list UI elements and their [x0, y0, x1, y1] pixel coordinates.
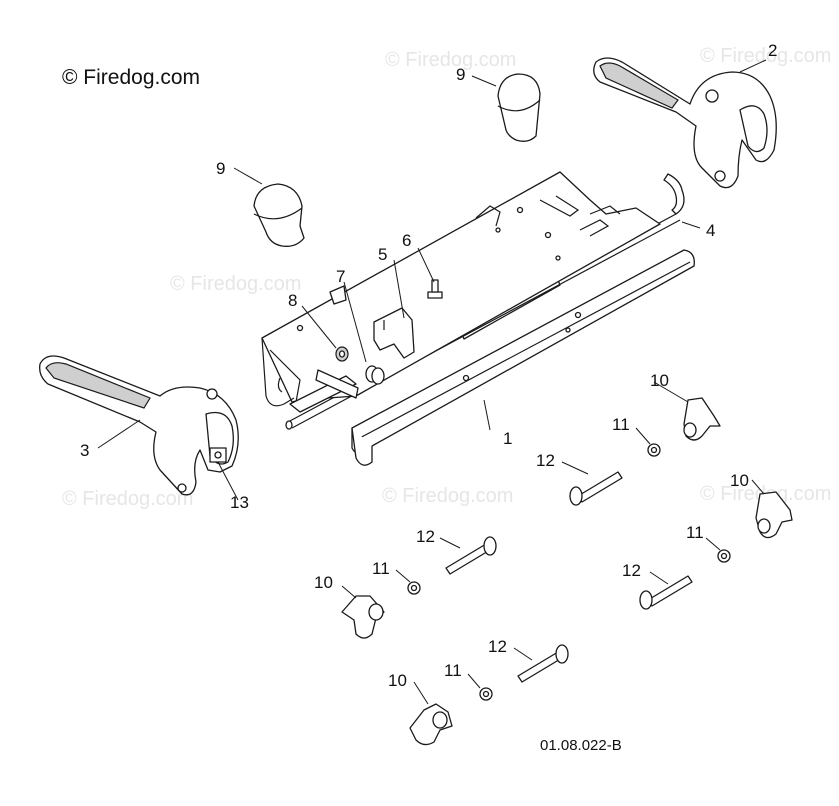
part-9-knob [253, 183, 305, 247]
callout-12: 12 [488, 637, 507, 656]
watermark: © Firedog.com [62, 488, 193, 510]
part-9-knob [497, 73, 541, 142]
lever-linkage [289, 369, 359, 413]
callout-10: 10 [314, 573, 333, 592]
part-12-bolt [445, 536, 497, 575]
callout-labels: 1 2 3 4 5 6 7 8 9 9 10 10 10 10 11 11 11… [80, 41, 777, 690]
callout-9: 9 [456, 65, 465, 84]
callout-4: 4 [706, 221, 715, 240]
callout-3: 3 [80, 441, 89, 460]
part-11-washer [479, 687, 493, 701]
callout-8: 8 [288, 291, 297, 310]
part-5-latch [373, 307, 415, 359]
watermark: © Firedog.com [385, 49, 516, 71]
part-10-knob [409, 703, 453, 746]
callout-12: 12 [416, 527, 435, 546]
callout-1: 1 [503, 429, 512, 448]
callout-9: 9 [216, 159, 225, 178]
callout-11: 11 [444, 661, 462, 680]
callout-6: 6 [402, 231, 411, 250]
part-11-washer [647, 443, 661, 457]
part-12-bolt [639, 575, 693, 610]
callout-11: 11 [686, 523, 704, 542]
part-12-bolt [517, 644, 569, 683]
diagram-code: 01.08.022-B [540, 737, 622, 754]
callout-13: 13 [230, 493, 249, 512]
watermark: © Firedog.com [170, 273, 301, 295]
part-8-nut [335, 346, 349, 362]
callout-10: 10 [650, 371, 669, 390]
callout-11: 11 [612, 415, 630, 434]
watermark: © Firedog.com [382, 485, 513, 507]
callout-5: 5 [378, 245, 387, 264]
part-11-washer [717, 549, 731, 563]
part-13-insert [209, 447, 227, 463]
callout-10: 10 [388, 671, 407, 690]
part-2-armrest [593, 57, 777, 189]
watermark: © Firedog.com [700, 45, 831, 67]
callout-12: 12 [536, 451, 555, 470]
leader-lines [97, 59, 767, 705]
callout-7: 7 [336, 267, 345, 286]
part-10-knob [683, 397, 721, 441]
part-6-screw [427, 279, 443, 299]
callout-2: 2 [768, 41, 777, 60]
brand-logo: © Firedog.com [62, 66, 200, 89]
part-10-knob [755, 491, 793, 539]
callout-12: 12 [622, 561, 641, 580]
callout-11: 11 [372, 559, 390, 578]
part-12-bolt [569, 471, 623, 506]
part-11-washer [407, 581, 421, 595]
watermark-layer: © Firedog.com © Firedog.com © Firedog.co… [62, 45, 831, 510]
part-7-spring [365, 365, 385, 385]
part-3-armrest [39, 355, 239, 496]
callout-10: 10 [730, 471, 749, 490]
part-10-knob [341, 595, 385, 639]
